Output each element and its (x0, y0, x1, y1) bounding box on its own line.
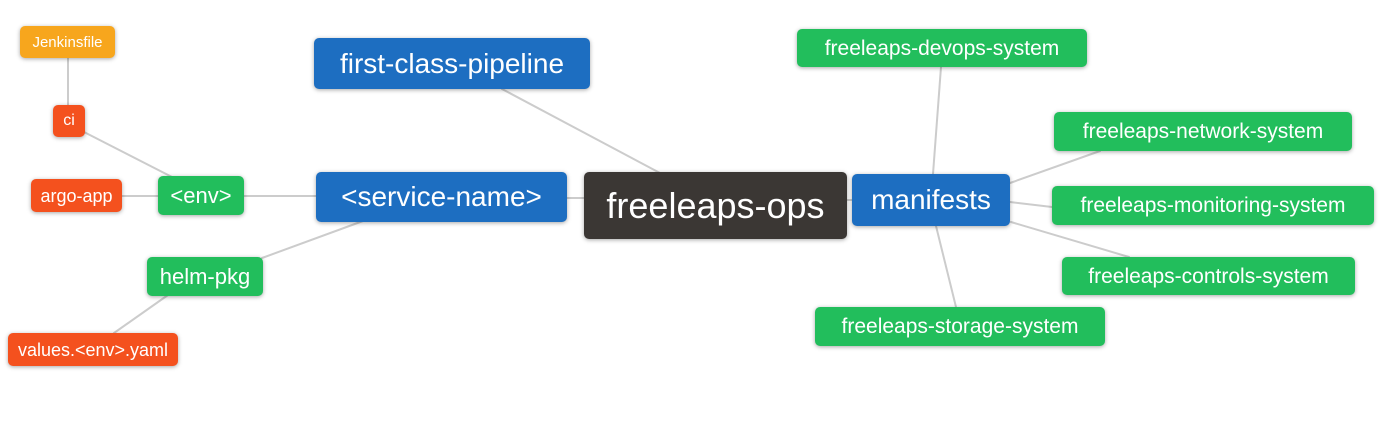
edge-first-class-pipeline--freeleaps-ops (501, 88, 661, 174)
node-storage-system[interactable]: freeleaps-storage-system (815, 307, 1105, 346)
edge-ci--env (83, 131, 173, 178)
edge-manifests--controls-system (1010, 221, 1130, 258)
node-helm-pkg[interactable]: helm-pkg (147, 257, 263, 296)
node-freeleaps-ops[interactable]: freeleaps-ops (584, 172, 847, 239)
node-first-class-pipeline[interactable]: first-class-pipeline (314, 38, 590, 89)
node-values-env-yaml[interactable]: values.<env>.yaml (8, 333, 178, 366)
node-argo-app[interactable]: argo-app (31, 179, 122, 212)
node-env[interactable]: <env> (158, 176, 244, 215)
edge-manifests--monitoring-system (1009, 201, 1053, 208)
node-monitoring-system[interactable]: freeleaps-monitoring-system (1052, 186, 1374, 225)
node-controls-system[interactable]: freeleaps-controls-system (1062, 257, 1355, 295)
node-manifests[interactable]: manifests (852, 174, 1010, 226)
edge-manifests--network-system (1009, 150, 1101, 184)
node-jenkinsfile[interactable]: Jenkinsfile (20, 26, 115, 58)
edge-helm-pkg--service-name (261, 220, 364, 259)
node-service-name[interactable]: <service-name> (316, 172, 567, 222)
node-network-system[interactable]: freeleaps-network-system (1054, 112, 1352, 151)
edge-values-env-yaml--helm-pkg (113, 294, 169, 334)
edge-manifests--storage-system (935, 225, 957, 308)
node-devops-system[interactable]: freeleaps-devops-system (797, 29, 1087, 67)
node-ci[interactable]: ci (53, 105, 85, 137)
edge-manifests--devops-system (932, 66, 942, 175)
